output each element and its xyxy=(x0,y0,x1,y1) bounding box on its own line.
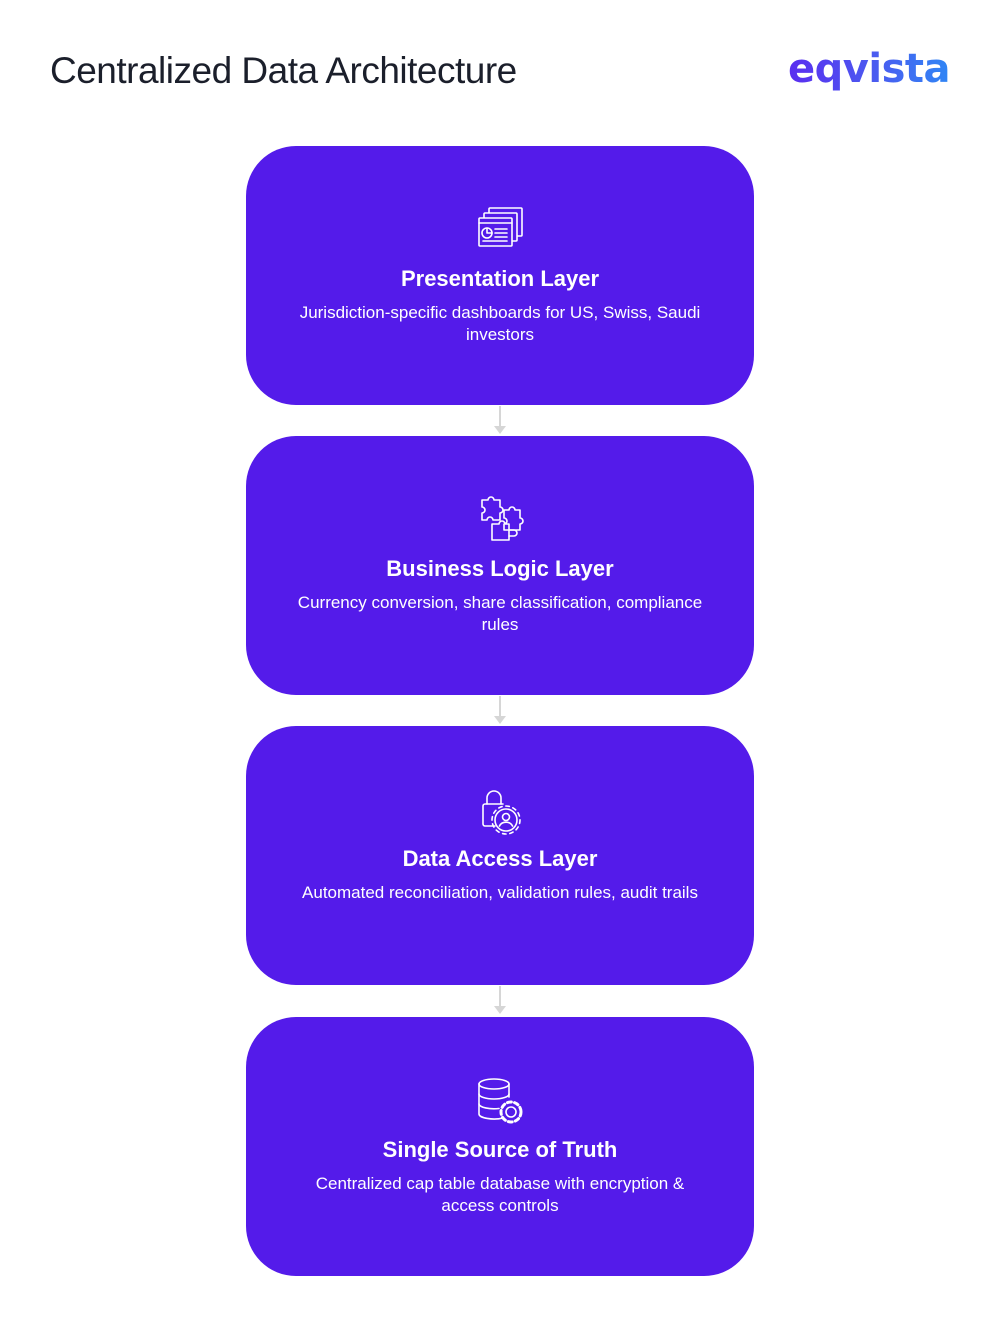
layer-description: Jurisdiction-specific dashboards for US,… xyxy=(299,303,701,344)
layer-card-data-access: Data Access Layer Automated reconciliati… xyxy=(246,726,754,985)
layer-title: Presentation Layer xyxy=(400,266,600,291)
page-title: Centralized Data Architecture xyxy=(50,50,517,91)
layer-card-single-source: Single Source of Truth Centralized cap t… xyxy=(246,1017,754,1276)
puzzle-pieces-icon xyxy=(470,494,530,548)
lock-user-gear-icon xyxy=(470,784,530,838)
connector-arrow xyxy=(494,406,506,434)
layer-title: Single Source of Truth xyxy=(382,1137,618,1162)
brand-logo: eqvista xyxy=(788,46,950,92)
layer-title: Business Logic Layer xyxy=(386,556,614,581)
layer-description: Automated reconciliation, validation rul… xyxy=(302,883,698,902)
layer-description: Centralized cap table database with encr… xyxy=(315,1174,685,1215)
connector-arrow xyxy=(494,696,506,724)
layer-description: Currency conversion, share classificatio… xyxy=(297,593,703,634)
layer-card-business-logic: Business Logic Layer Currency conversion… xyxy=(246,436,754,695)
connector-arrow xyxy=(494,986,506,1014)
presentation-dashboard-icon xyxy=(470,204,530,258)
database-gear-icon xyxy=(470,1075,530,1129)
layer-title: Data Access Layer xyxy=(402,846,598,871)
brand-logo-text: eqvista xyxy=(788,46,950,92)
layer-card-presentation: Presentation Layer Jurisdiction-specific… xyxy=(246,146,754,405)
